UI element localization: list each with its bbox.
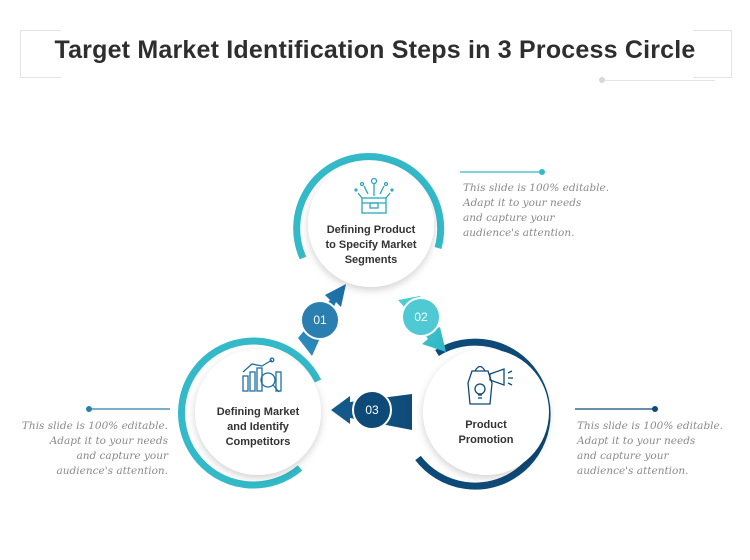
note-top-line-text: This slide is 100% editable. bbox=[463, 182, 610, 194]
circle-top-disc bbox=[308, 161, 434, 287]
note-left-line-text: Adapt it to your needs bbox=[49, 435, 168, 447]
step-03-label-line: Promotion bbox=[458, 434, 514, 446]
note-top-dot bbox=[539, 169, 545, 175]
circle-right bbox=[415, 338, 551, 490]
step-02-label-line: Defining Product bbox=[326, 224, 416, 236]
badge-03-number: 03 bbox=[365, 403, 379, 417]
note-top-line-text: Adapt it to your needs bbox=[463, 197, 582, 209]
title-decor-line bbox=[605, 80, 715, 81]
note-left-line-text: audience's attention. bbox=[56, 465, 168, 477]
market-analysis-icon bbox=[242, 357, 282, 393]
note-top: This slide is 100% editable. Adapt it to… bbox=[463, 181, 613, 241]
title-frame-gap-bottom bbox=[61, 75, 693, 79]
step-01-label-line: Competitors bbox=[225, 436, 291, 448]
title-decor-dot bbox=[599, 77, 605, 83]
note-right-dot bbox=[652, 406, 658, 412]
note-top-line-text: audience's attention. bbox=[463, 227, 575, 239]
badge-01 bbox=[300, 300, 340, 340]
circle-left-disc bbox=[195, 349, 321, 475]
ring-top-arc bbox=[293, 153, 445, 260]
product-box-icon bbox=[354, 177, 394, 214]
step-01-label-line: and Identify bbox=[227, 421, 289, 433]
badge-02-number: 02 bbox=[414, 310, 428, 324]
note-right: This slide is 100% editable. Adapt it to… bbox=[577, 419, 727, 479]
note-right-line-text: Adapt it to your needs bbox=[577, 435, 696, 447]
badge-03 bbox=[352, 390, 392, 430]
circle-top bbox=[293, 153, 445, 287]
note-top-line-text: and capture your bbox=[463, 212, 555, 224]
step-03-label-line: Product bbox=[465, 419, 507, 431]
note-right-line-text: and capture your bbox=[577, 450, 669, 462]
step-01-label: Defining Market and Identify Competitors bbox=[198, 405, 318, 450]
note-left-line-text: and capture your bbox=[76, 450, 168, 462]
step-02-label: Defining Product to Specify Market Segme… bbox=[311, 223, 431, 268]
connector-02 bbox=[398, 296, 446, 352]
note-right-line-text: This slide is 100% editable. bbox=[577, 420, 724, 432]
page-title: Target Market Identification Steps in 3 … bbox=[54, 36, 696, 64]
promotion-bag-icon bbox=[467, 365, 513, 405]
step-01-label-line: Defining Market bbox=[216, 406, 300, 418]
step-02-label-line: to Specify Market bbox=[325, 239, 417, 251]
badge-02 bbox=[401, 297, 441, 337]
connector-03 bbox=[331, 390, 412, 430]
note-left-dot bbox=[86, 406, 92, 412]
connector-01 bbox=[298, 284, 346, 356]
note-left-line-text: This slide is 100% editable. bbox=[21, 420, 168, 432]
title-frame bbox=[20, 29, 732, 79]
note-right-line-text: audience's attention. bbox=[577, 465, 689, 477]
circle-right-disc bbox=[423, 349, 549, 475]
step-02-label-line: Segments bbox=[344, 254, 398, 266]
note-left: This slide is 100% editable. Adapt it to… bbox=[18, 419, 168, 479]
title-frame-gap-top bbox=[61, 29, 693, 33]
ring-left-arc bbox=[178, 337, 322, 489]
step-03-label: Product Promotion bbox=[426, 418, 546, 448]
circle-left bbox=[178, 337, 322, 489]
badge-01-number: 01 bbox=[313, 313, 327, 327]
